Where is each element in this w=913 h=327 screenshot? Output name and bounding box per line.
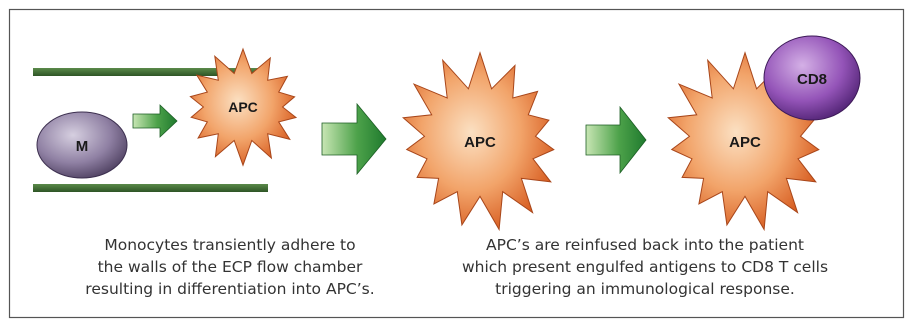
apc-stage1-label: APC xyxy=(228,99,258,115)
arrow-apc-to-cd8 xyxy=(585,105,647,175)
caption-right-line: triggering an immunological response. xyxy=(495,280,795,298)
caption-left-line: resulting in differentiation into APC’s. xyxy=(85,280,375,298)
chamber-wall-top xyxy=(33,68,268,76)
caption-apc-reinfusion: APC’s are reinfused back into the patien… xyxy=(430,234,860,300)
caption-left-line: Monocytes transiently adhere to xyxy=(104,236,356,254)
chamber-wall-bottom xyxy=(33,184,268,192)
cd8-label: CD8 xyxy=(797,71,827,88)
monocyte-cell: M xyxy=(36,111,128,179)
arrow-monocyte-to-apc xyxy=(132,104,178,138)
apc-stage3-label: APC xyxy=(729,134,761,151)
figure-frame xyxy=(8,8,905,319)
apc-stage2-label: APC xyxy=(464,134,496,151)
caption-left-line: the walls of the ECP flow chamber xyxy=(97,258,363,276)
caption-monocyte-adhesion: Monocytes transiently adhere to the wall… xyxy=(55,234,405,300)
caption-right-line: APC’s are reinfused back into the patien… xyxy=(486,236,804,254)
cd8-t-cell: CD8 xyxy=(763,35,861,121)
apc-cell-stage1: APC xyxy=(189,47,298,167)
arrow-chamber-to-apc xyxy=(321,102,387,176)
caption-right-line: which present engulfed antigens to CD8 T… xyxy=(461,258,829,276)
apc-cell-stage2: APC xyxy=(402,51,555,232)
monocyte-label: M xyxy=(76,138,89,155)
